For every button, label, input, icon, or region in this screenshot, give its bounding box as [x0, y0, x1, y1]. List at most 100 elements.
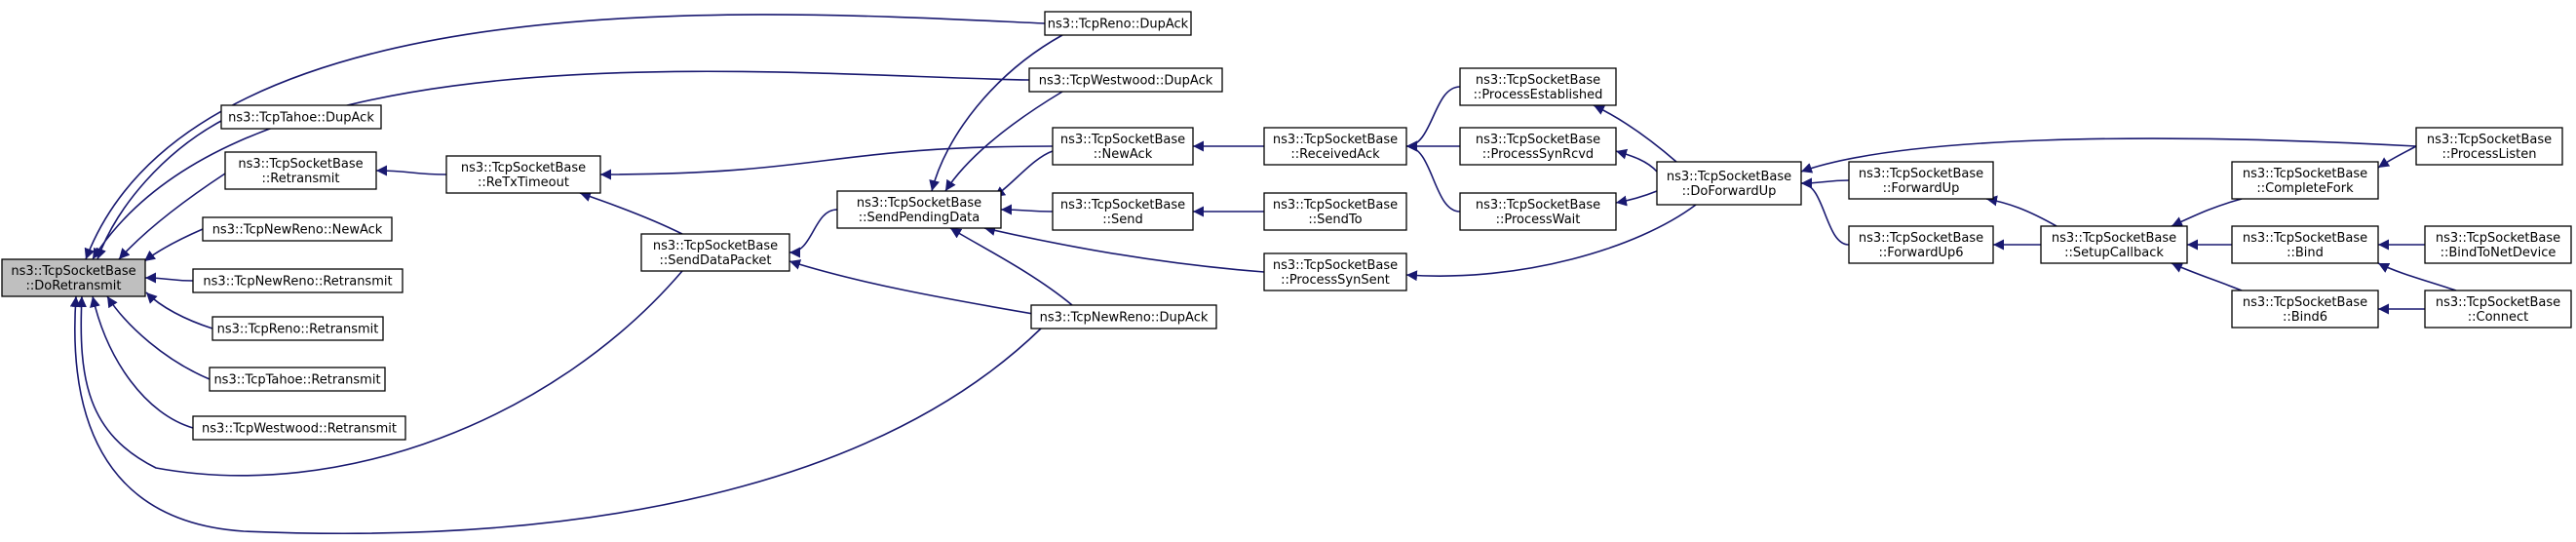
edge-sendpendingdata-to-senddatapacket: [788, 209, 838, 258]
node-tahoedupack[interactable]: ns3::TcpTahoe::DupAck: [220, 104, 382, 130]
node-label-line: ns3::TcpSocketBase: [1476, 198, 1600, 213]
node-label-line: ::ProcessSynRcvd: [1482, 147, 1594, 162]
node-send[interactable]: ns3::TcpSocketBase::Send: [1052, 192, 1194, 231]
node-box: [1263, 127, 1407, 166]
edge-processlisten-to-doforwardup: [1800, 137, 2417, 174]
node-label-line: ns3::TcpNewReno::DupAck: [1040, 311, 1209, 326]
node-box: [1030, 304, 1217, 329]
node-label-line: ns3::TcpSocketBase: [857, 196, 981, 211]
node-label-line: ns3::TcpSocketBase: [2243, 231, 2367, 246]
node-label-line: ns3::TcpSocketBase: [1859, 231, 1983, 246]
node-renodupack[interactable]: ns3::TcpReno::DupAck: [1044, 11, 1192, 36]
node-label-line: ::Bind: [2287, 246, 2324, 260]
node-completefork[interactable]: ns3::TcpSocketBase::CompleteFork: [2231, 161, 2379, 200]
edge-newack-to-retxtimeout: [599, 145, 1054, 180]
node-box: [1263, 192, 1407, 231]
node-westwooddupack[interactable]: ns3::TcpWestwood::DupAck: [1028, 67, 1223, 93]
node-label-line: ::SetupCallback: [2064, 246, 2164, 260]
node-box: [640, 233, 790, 272]
node-label-line: ns3::TcpSocketBase: [238, 157, 363, 172]
edge-doforwardup-to-processestablished: [1593, 104, 1677, 163]
edge-connect-to-bind: [2377, 262, 2457, 291]
node-label-line: ::Connect: [2468, 310, 2529, 325]
node-bind[interactable]: ns3::TcpSocketBase::Bind: [2231, 225, 2379, 264]
node-box: [192, 415, 406, 441]
node-box: [1, 258, 146, 297]
edge-forwardup6-to-doforwardup: [1800, 177, 1850, 246]
node-receivedack[interactable]: ns3::TcpSocketBase::ReceivedAck: [1263, 127, 1407, 166]
node-doforwardup[interactable]: ns3::TcpSocketBase::DoForwardUp: [1656, 161, 1802, 206]
node-newrenonewack[interactable]: ns3::TcpNewReno::NewAck: [202, 216, 393, 242]
edge-tahoedupack-to-doretransmit: [96, 120, 222, 260]
node-processlisten[interactable]: ns3::TcpSocketBase::ProcessListen: [2415, 127, 2563, 166]
edge-forwardup-to-doforwardup: [1800, 177, 1850, 189]
node-westwoodretransmit[interactable]: ns3::TcpWestwood::Retransmit: [192, 415, 406, 441]
node-label-line: ::ReTxTimeout: [478, 175, 569, 190]
edge-bind6-to-setupcallback: [2171, 262, 2243, 291]
node-setupcallback[interactable]: ns3::TcpSocketBase::SetupCallback: [2040, 225, 2188, 264]
node-newrenoretransmit[interactable]: ns3::TcpNewReno::Retransmit: [192, 268, 404, 293]
node-label-line: ::ProcessEstablished: [1474, 88, 1603, 102]
node-box: [1052, 192, 1194, 231]
edge-newrenodupack-to-senddatapacket: [788, 259, 1052, 318]
node-label-line: ns3::TcpReno::DupAck: [1048, 18, 1189, 32]
node-doretransmit[interactable]: ns3::TcpSocketBase::DoRetransmit: [1, 258, 146, 297]
node-box: [192, 268, 404, 293]
node-senddatapacket[interactable]: ns3::TcpSocketBase::SendDataPacket: [640, 233, 790, 272]
node-box: [1044, 11, 1192, 36]
node-retxtimeout[interactable]: ns3::TcpSocketBase::ReTxTimeout: [445, 155, 601, 194]
edge-westwoodretransmit-to-doretransmit: [90, 295, 194, 429]
node-newrenodupack[interactable]: ns3::TcpNewReno::DupAck: [1030, 304, 1217, 329]
node-label-line: ns3::TcpTahoe::DupAck: [228, 111, 374, 126]
node-sendto[interactable]: ns3::TcpSocketBase::SendTo: [1263, 192, 1407, 231]
edge-retxtimeout-to-retransmit: [375, 165, 447, 176]
node-processsynrcvd[interactable]: ns3::TcpSocketBase::ProcessSynRcvd: [1459, 127, 1617, 166]
edges-layer: [69, 14, 2457, 535]
node-box: [1848, 225, 1994, 264]
node-label-line: ::ForwardUp6: [1878, 246, 1963, 260]
edge-newrenonewack-to-doretransmit: [143, 228, 204, 262]
node-box: [1052, 127, 1194, 166]
node-processwait[interactable]: ns3::TcpSocketBase::ProcessWait: [1459, 192, 1617, 231]
node-processestablished[interactable]: ns3::TcpSocketBase::ProcessEstablished: [1459, 67, 1617, 106]
edge-newrenodupack-to-doretransmit: [69, 295, 1042, 535]
node-label-line: ::SendTo: [1308, 213, 1362, 227]
edge-newack-to-sendpendingdata: [993, 150, 1054, 198]
node-label-line: ns3::TcpSocketBase: [2052, 231, 2176, 246]
node-box: [2424, 290, 2572, 329]
node-sendpendingdata[interactable]: ns3::TcpSocketBase::SendPendingData: [836, 190, 1002, 229]
node-processsynsent[interactable]: ns3::TcpSocketBase::ProcessSynSent: [1263, 252, 1407, 291]
node-label-line: ns3::TcpWestwood::Retransmit: [202, 422, 397, 437]
node-renoretransmit[interactable]: ns3::TcpReno::Retransmit: [211, 316, 384, 341]
node-label-line: ::ProcessListen: [2441, 147, 2536, 162]
edge-renoretransmit-to-doretransmit: [145, 291, 213, 329]
node-label-line: ::Bind6: [2283, 310, 2327, 325]
edge-setupcallback-to-forwardup: [1985, 195, 2057, 227]
node-connect[interactable]: ns3::TcpSocketBase::Connect: [2424, 290, 2572, 329]
node-bindtonetdevice[interactable]: ns3::TcpSocketBase::BindToNetDevice: [2424, 225, 2572, 264]
edge-senddatapacket-to-doretransmit: [75, 270, 683, 477]
node-newack[interactable]: ns3::TcpSocketBase::NewAck: [1052, 127, 1194, 166]
node-tahoeretransmit[interactable]: ns3::TcpTahoe::Retransmit: [209, 367, 386, 392]
node-label-line: ns3::TcpSocketBase: [653, 239, 778, 253]
node-box: [2415, 127, 2563, 166]
node-label-line: ::ForwardUp: [1883, 181, 1960, 196]
node-label-line: ns3::TcpSocketBase: [1273, 198, 1398, 213]
node-forwardup6[interactable]: ns3::TcpSocketBase::ForwardUp6: [1848, 225, 1994, 264]
edge-doforwardup-to-processsynsent: [1405, 204, 1697, 282]
node-label-line: ns3::TcpSocketBase: [2243, 167, 2367, 181]
node-box: [1028, 67, 1223, 93]
node-label-line: ns3::TcpSocketBase: [1060, 198, 1185, 213]
node-box: [2424, 225, 2572, 264]
node-box: [209, 367, 386, 392]
edge-processestablished-to-receivedack: [1405, 86, 1461, 152]
node-label-line: ns3::TcpSocketBase: [1476, 73, 1600, 88]
node-bind6[interactable]: ns3::TcpSocketBase::Bind6: [2231, 290, 2379, 329]
node-forwardup[interactable]: ns3::TcpSocketBase::ForwardUp: [1848, 161, 1994, 200]
node-retransmit[interactable]: ns3::TcpSocketBase::Retransmit: [224, 151, 377, 190]
node-label-line: ::Retransmit: [262, 172, 340, 186]
node-box: [1656, 161, 1802, 206]
edge-doforwardup-to-processsynrcvd: [1615, 148, 1658, 173]
node-box: [220, 104, 382, 130]
edge-send-to-sendpendingdata: [1000, 204, 1054, 215]
